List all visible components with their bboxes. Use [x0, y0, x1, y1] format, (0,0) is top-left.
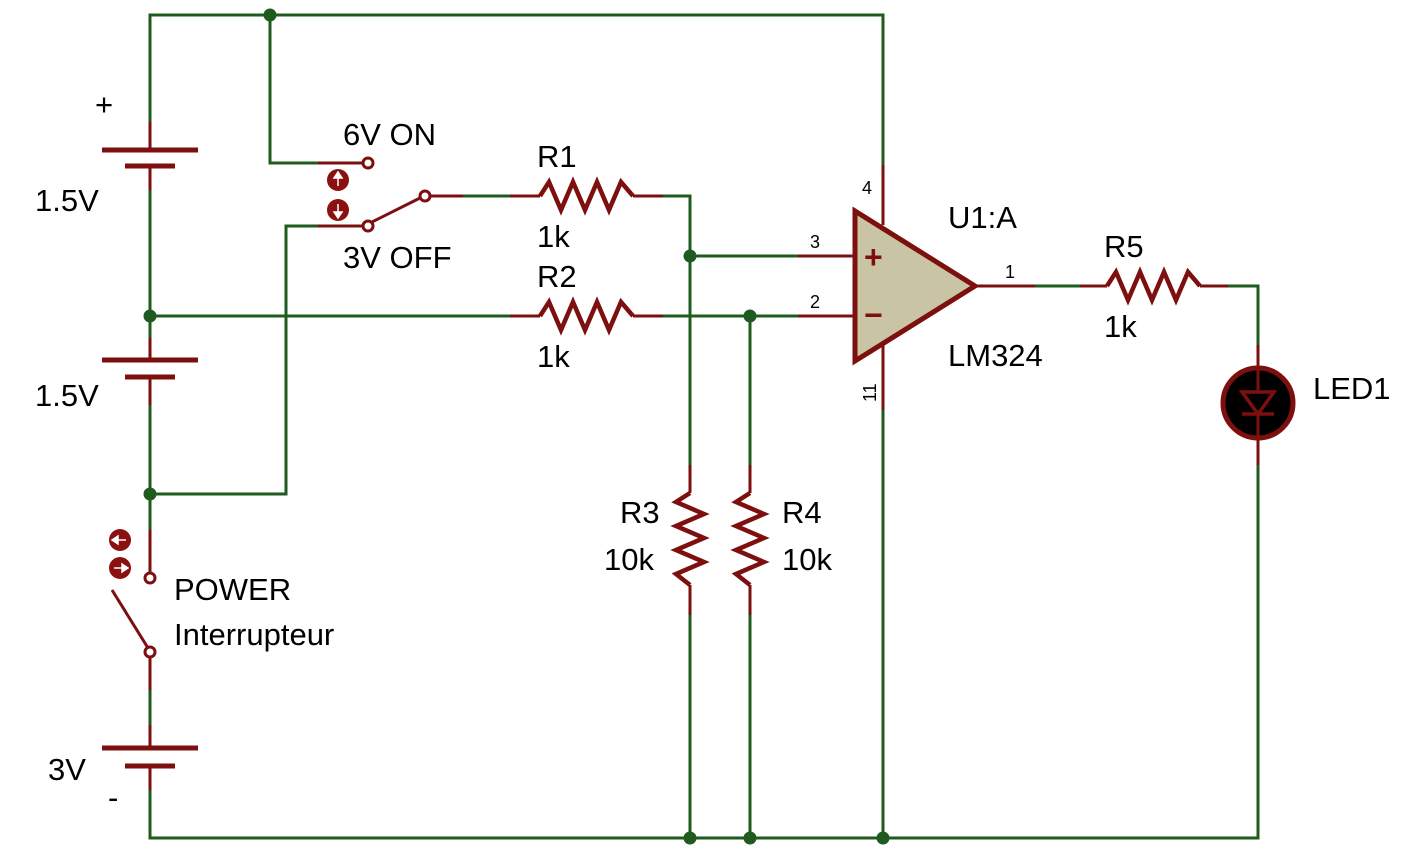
r2-body	[538, 296, 635, 336]
battery-top-polarity: +	[95, 87, 113, 122]
resistor-r4: R4 10k	[730, 465, 832, 615]
resistor-r1: R1 1k	[510, 139, 663, 254]
wires	[148, 13, 1260, 840]
junctions	[143, 8, 890, 845]
opamp-pin-vminus: 11	[860, 383, 880, 402]
battery-bottom: 3V -	[48, 725, 198, 815]
selector-off-label: 3V OFF	[343, 240, 452, 275]
junction-r1-r3	[683, 249, 697, 263]
power-switch[interactable]: POWER Interrupteur	[110, 530, 334, 690]
opamp-minus-sign: −	[864, 297, 883, 333]
selector-down-button[interactable]	[327, 199, 349, 221]
power-switch-name: POWER	[174, 572, 291, 607]
selector-off-terminal	[361, 219, 375, 233]
power-switch-type: Interrupteur	[174, 617, 334, 652]
power-right-button[interactable]	[109, 557, 131, 579]
r5-body	[1105, 266, 1202, 306]
r1-body	[538, 176, 635, 216]
opamp-pin-noninv: 3	[810, 232, 820, 252]
power-switch-blade	[110, 589, 150, 649]
opamp-part: LM324	[948, 338, 1043, 373]
r3-body	[670, 491, 710, 587]
arrow-up-icon-head	[332, 170, 344, 179]
opamp-u1a: + − 4 11 3 2 1 U1:A LM324	[798, 165, 1043, 410]
battery-top-voltage: 1.5V	[35, 183, 99, 218]
power-left-button[interactable]	[109, 529, 131, 551]
opamp-ref: U1:A	[948, 200, 1017, 235]
r1-value: 1k	[537, 219, 570, 254]
r5-ref: R5	[1104, 229, 1144, 264]
opamp-pin-out: 1	[1005, 262, 1015, 282]
r2-ref: R2	[537, 259, 577, 294]
battery-mid-voltage: 1.5V	[35, 378, 99, 413]
junction-bottom-r3	[683, 831, 697, 845]
junction-r2-r4	[743, 309, 757, 323]
battery-bottom-polarity: -	[108, 780, 118, 815]
resistor-r3: R3 10k	[604, 465, 710, 615]
r3-ref: R3	[620, 495, 660, 530]
selector-blade	[371, 196, 421, 224]
opamp-pin-inv: 2	[810, 292, 820, 312]
junction-mid-battery	[143, 309, 157, 323]
selector-switch[interactable]: 6V ON 3V OFF	[318, 117, 463, 275]
resistor-r2: R2 1k	[510, 259, 663, 374]
selector-on-label: 6V ON	[343, 117, 436, 152]
r4-ref: R4	[782, 495, 822, 530]
battery-mid: 1.5V	[35, 338, 198, 413]
r4-body	[730, 491, 770, 587]
led1: LED1	[1220, 345, 1391, 465]
arrow-down-icon-head	[332, 211, 344, 220]
resistor-r5: R5 1k	[1080, 229, 1228, 344]
battery-top: + 1.5V	[35, 87, 198, 218]
arrow-left-icon-head	[110, 534, 119, 546]
selector-common-terminal	[418, 189, 432, 203]
opamp-plus-sign: +	[864, 239, 883, 275]
power-switch-top-terminal	[143, 571, 157, 585]
junction-bottom-opamp	[876, 831, 890, 845]
junction-lower-battery	[143, 487, 157, 501]
junction-bottom-r4	[743, 831, 757, 845]
r1-ref: R1	[537, 139, 577, 174]
r3-value: 10k	[604, 542, 654, 577]
battery-bottom-voltage: 3V	[48, 752, 86, 787]
junction-top-rail	[263, 8, 277, 22]
selector-up-button[interactable]	[327, 169, 349, 191]
arrow-right-icon-head	[121, 562, 130, 574]
r2-value: 1k	[537, 339, 570, 374]
opamp-pin-vplus: 4	[862, 178, 872, 198]
led-ref: LED1	[1313, 371, 1391, 406]
selector-on-terminal	[361, 156, 375, 170]
r4-value: 10k	[782, 542, 832, 577]
power-switch-bottom-terminal	[143, 645, 157, 659]
opamp-triangle	[852, 206, 980, 366]
r5-value: 1k	[1104, 309, 1137, 344]
